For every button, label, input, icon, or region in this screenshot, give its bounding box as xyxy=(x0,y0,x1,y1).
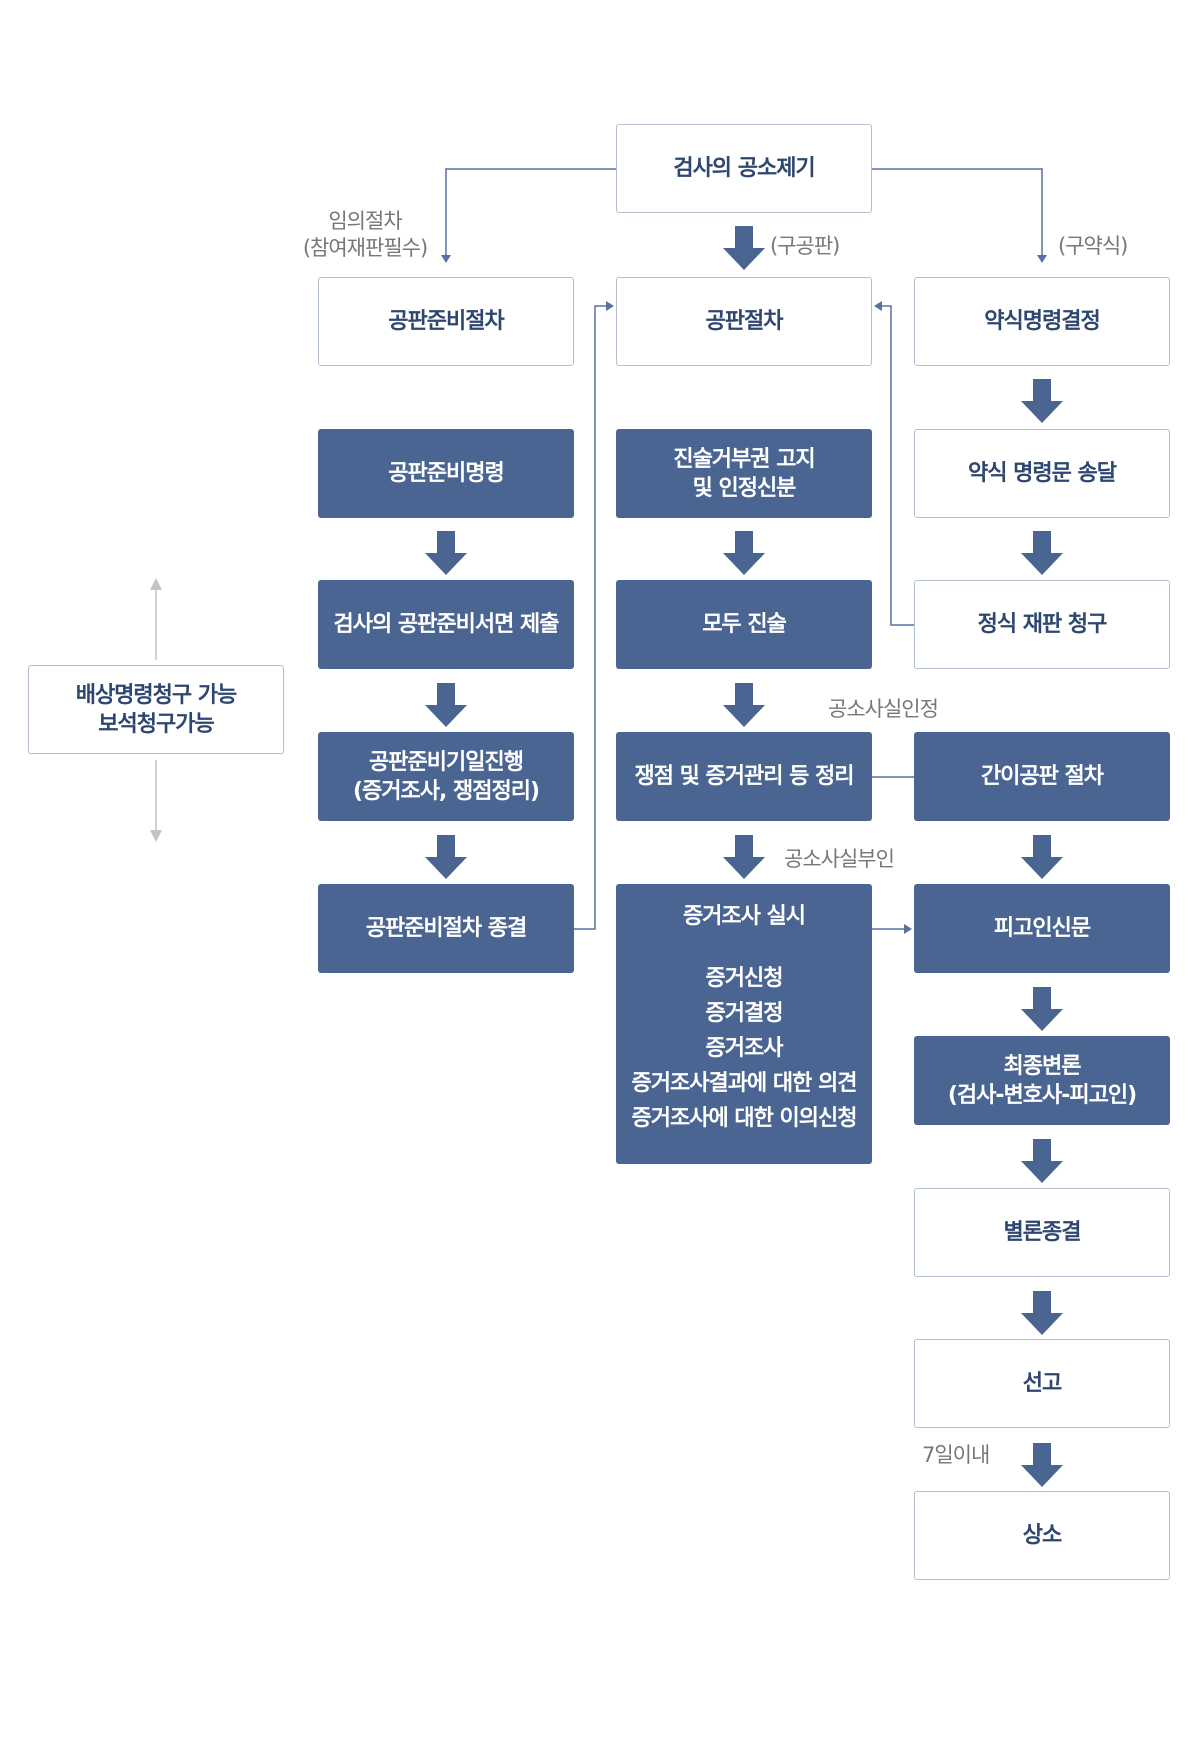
identity-check-text: 및 인정신분 xyxy=(692,475,797,501)
flow-arrow-0 xyxy=(723,226,765,270)
arrowhead-to-pretrial xyxy=(441,255,451,263)
defendant-examination-box: 피고인신문 xyxy=(914,884,1170,973)
summary-delivery-text: 약식 명령문 송달 xyxy=(968,461,1117,486)
connector-lines xyxy=(150,168,1047,934)
flow-arrow-12 xyxy=(1021,1291,1063,1335)
evidence-item: 증거결정 xyxy=(705,1001,784,1026)
arrowhead-pretrial-to-trial xyxy=(606,301,614,311)
optional-procedure-text: 임의절차 xyxy=(328,209,402,233)
pretrial-date-text: 공판준비기일진행 xyxy=(369,749,524,775)
connector-to-pretrial xyxy=(445,168,616,255)
formal-trial-text: (구공판) xyxy=(770,234,840,258)
evidence-examination-box: 증거조사 실시 증거신청 증거결정 증거조사 증거조사결과에 대한 의견 증거조… xyxy=(616,884,872,1164)
trial-procedure-text: 공판절차 xyxy=(705,309,784,334)
flow-arrow-11 xyxy=(1021,1139,1063,1183)
indictment-text: 검사의 공소제기 xyxy=(673,156,815,181)
deny-label: 공소사실부인 xyxy=(784,846,895,873)
flow-arrow-2 xyxy=(1021,531,1063,575)
evidence-item: 증거조사에 대한 이의신청 xyxy=(631,1106,858,1131)
summary-order-box: 약식명령결정 xyxy=(914,277,1170,366)
within-7-days-label: 7일이내 xyxy=(922,1442,990,1469)
pretrial-order-box: 공판준비명령 xyxy=(318,429,574,518)
pretrial-order-text: 공판준비명령 xyxy=(388,461,504,486)
formal-trial-label: (구공판) xyxy=(770,233,840,260)
right-notice-box: 진술거부권 고지 및 인정신분 xyxy=(616,429,872,518)
connector-to-summary xyxy=(872,168,1043,255)
issue-arrangement-text: 쟁점 및 증거관리 등 정리 xyxy=(634,764,854,789)
within-7-days-text: 7일이내 xyxy=(922,1443,990,1467)
pretrial-end-text: 공판준비절차 종결 xyxy=(365,916,528,941)
opening-statement-box: 모두 진술 xyxy=(616,580,872,669)
flow-arrow-5 xyxy=(425,683,467,727)
deny-text: 공소사실부인 xyxy=(784,847,895,871)
compensation-order-text: 배상명령청구 가능 xyxy=(75,682,238,708)
summary-order-text: 약식명령결정 xyxy=(984,309,1100,334)
flow-arrow-4 xyxy=(723,531,765,575)
issue-arrangement-box: 쟁점 및 증거관리 등 정리 xyxy=(616,732,872,821)
formal-trial-request-box: 정식 재판 청구 xyxy=(914,580,1170,669)
jury-required-text: (참여재판필수) xyxy=(302,236,428,260)
sentence-box: 선고 xyxy=(914,1339,1170,1428)
pretrial-date-detail-text: (증거조사, 쟁점정리) xyxy=(352,778,540,804)
right-notice-text: 진술거부권 고지 xyxy=(673,446,815,472)
summary-trial-text: (구약식) xyxy=(1058,234,1128,258)
arrowhead-to-summary xyxy=(1037,255,1047,263)
admit-label: 공소사실인정 xyxy=(828,696,939,723)
trial-procedure-box: 공판절차 xyxy=(616,277,872,366)
summary-trial-label: (구약식) xyxy=(1058,233,1128,260)
simple-trial-text: 간이공판 절차 xyxy=(980,764,1104,789)
indictment-box: 검사의 공소제기 xyxy=(616,124,872,213)
flow-arrow-8 xyxy=(723,835,765,879)
arrowhead-request-to-trial xyxy=(874,301,882,311)
admit-text: 공소사실인정 xyxy=(828,697,939,721)
conclusion-text: 별론종결 xyxy=(1003,1220,1082,1245)
flow-arrows xyxy=(425,226,1063,1487)
formal-trial-request-text: 정식 재판 청구 xyxy=(977,612,1108,637)
evidence-examination-title: 증거조사 실시 xyxy=(682,904,806,929)
optional-procedure-label: 임의절차 (참여재판필수) xyxy=(290,208,440,262)
opening-statement-text: 모두 진술 xyxy=(702,612,787,637)
prosecutor-document-text: 검사의 공판준비서면 제출 xyxy=(333,612,560,637)
flow-arrow-10 xyxy=(1021,987,1063,1031)
evidence-item: 증거신청 xyxy=(705,966,784,991)
summary-delivery-box: 약식 명령문 송달 xyxy=(914,429,1170,518)
flow-arrow-13 xyxy=(1021,1443,1063,1487)
side-arrow-down-head xyxy=(150,830,162,842)
pretrial-procedure-box: 공판준비절차 xyxy=(318,277,574,366)
appeal-box: 상소 xyxy=(914,1491,1170,1580)
flow-arrow-1 xyxy=(1021,379,1063,423)
pretrial-end-box: 공판준비절차 종결 xyxy=(318,884,574,973)
closing-argument-box: 최종변론 (검사-변호사-피고인) xyxy=(914,1036,1170,1125)
side-arrow-up-head xyxy=(150,578,162,590)
evidence-item: 증거조사결과에 대한 의견 xyxy=(631,1071,858,1096)
connector-pretrial-to-trial xyxy=(574,305,606,930)
flow-arrow-6 xyxy=(723,683,765,727)
side-note-box: 배상명령청구 가능 보석청구가능 xyxy=(28,665,284,754)
pretrial-procedure-text: 공판준비절차 xyxy=(388,309,504,334)
arrowhead-evidence-to-defendant xyxy=(904,924,912,934)
appeal-text: 상소 xyxy=(1022,1523,1062,1548)
bail-request-text: 보석청구가능 xyxy=(98,711,214,737)
flow-arrow-3 xyxy=(425,531,467,575)
closing-argument-text: 최종변론 xyxy=(1003,1053,1082,1079)
closing-argument-detail-text: (검사-변호사-피고인) xyxy=(947,1082,1137,1108)
pretrial-date-box: 공판준비기일진행 (증거조사, 쟁점정리) xyxy=(318,732,574,821)
sentence-text: 선고 xyxy=(1022,1371,1062,1396)
conclusion-box: 별론종결 xyxy=(914,1188,1170,1277)
simple-trial-box: 간이공판 절차 xyxy=(914,732,1170,821)
flow-arrow-9 xyxy=(1021,835,1063,879)
defendant-examination-text: 피고인신문 xyxy=(993,916,1091,941)
connector-request-to-trial xyxy=(882,305,914,626)
flow-arrow-7 xyxy=(425,835,467,879)
prosecutor-document-box: 검사의 공판준비서면 제출 xyxy=(318,580,574,669)
evidence-item: 증거조사 xyxy=(705,1036,784,1061)
